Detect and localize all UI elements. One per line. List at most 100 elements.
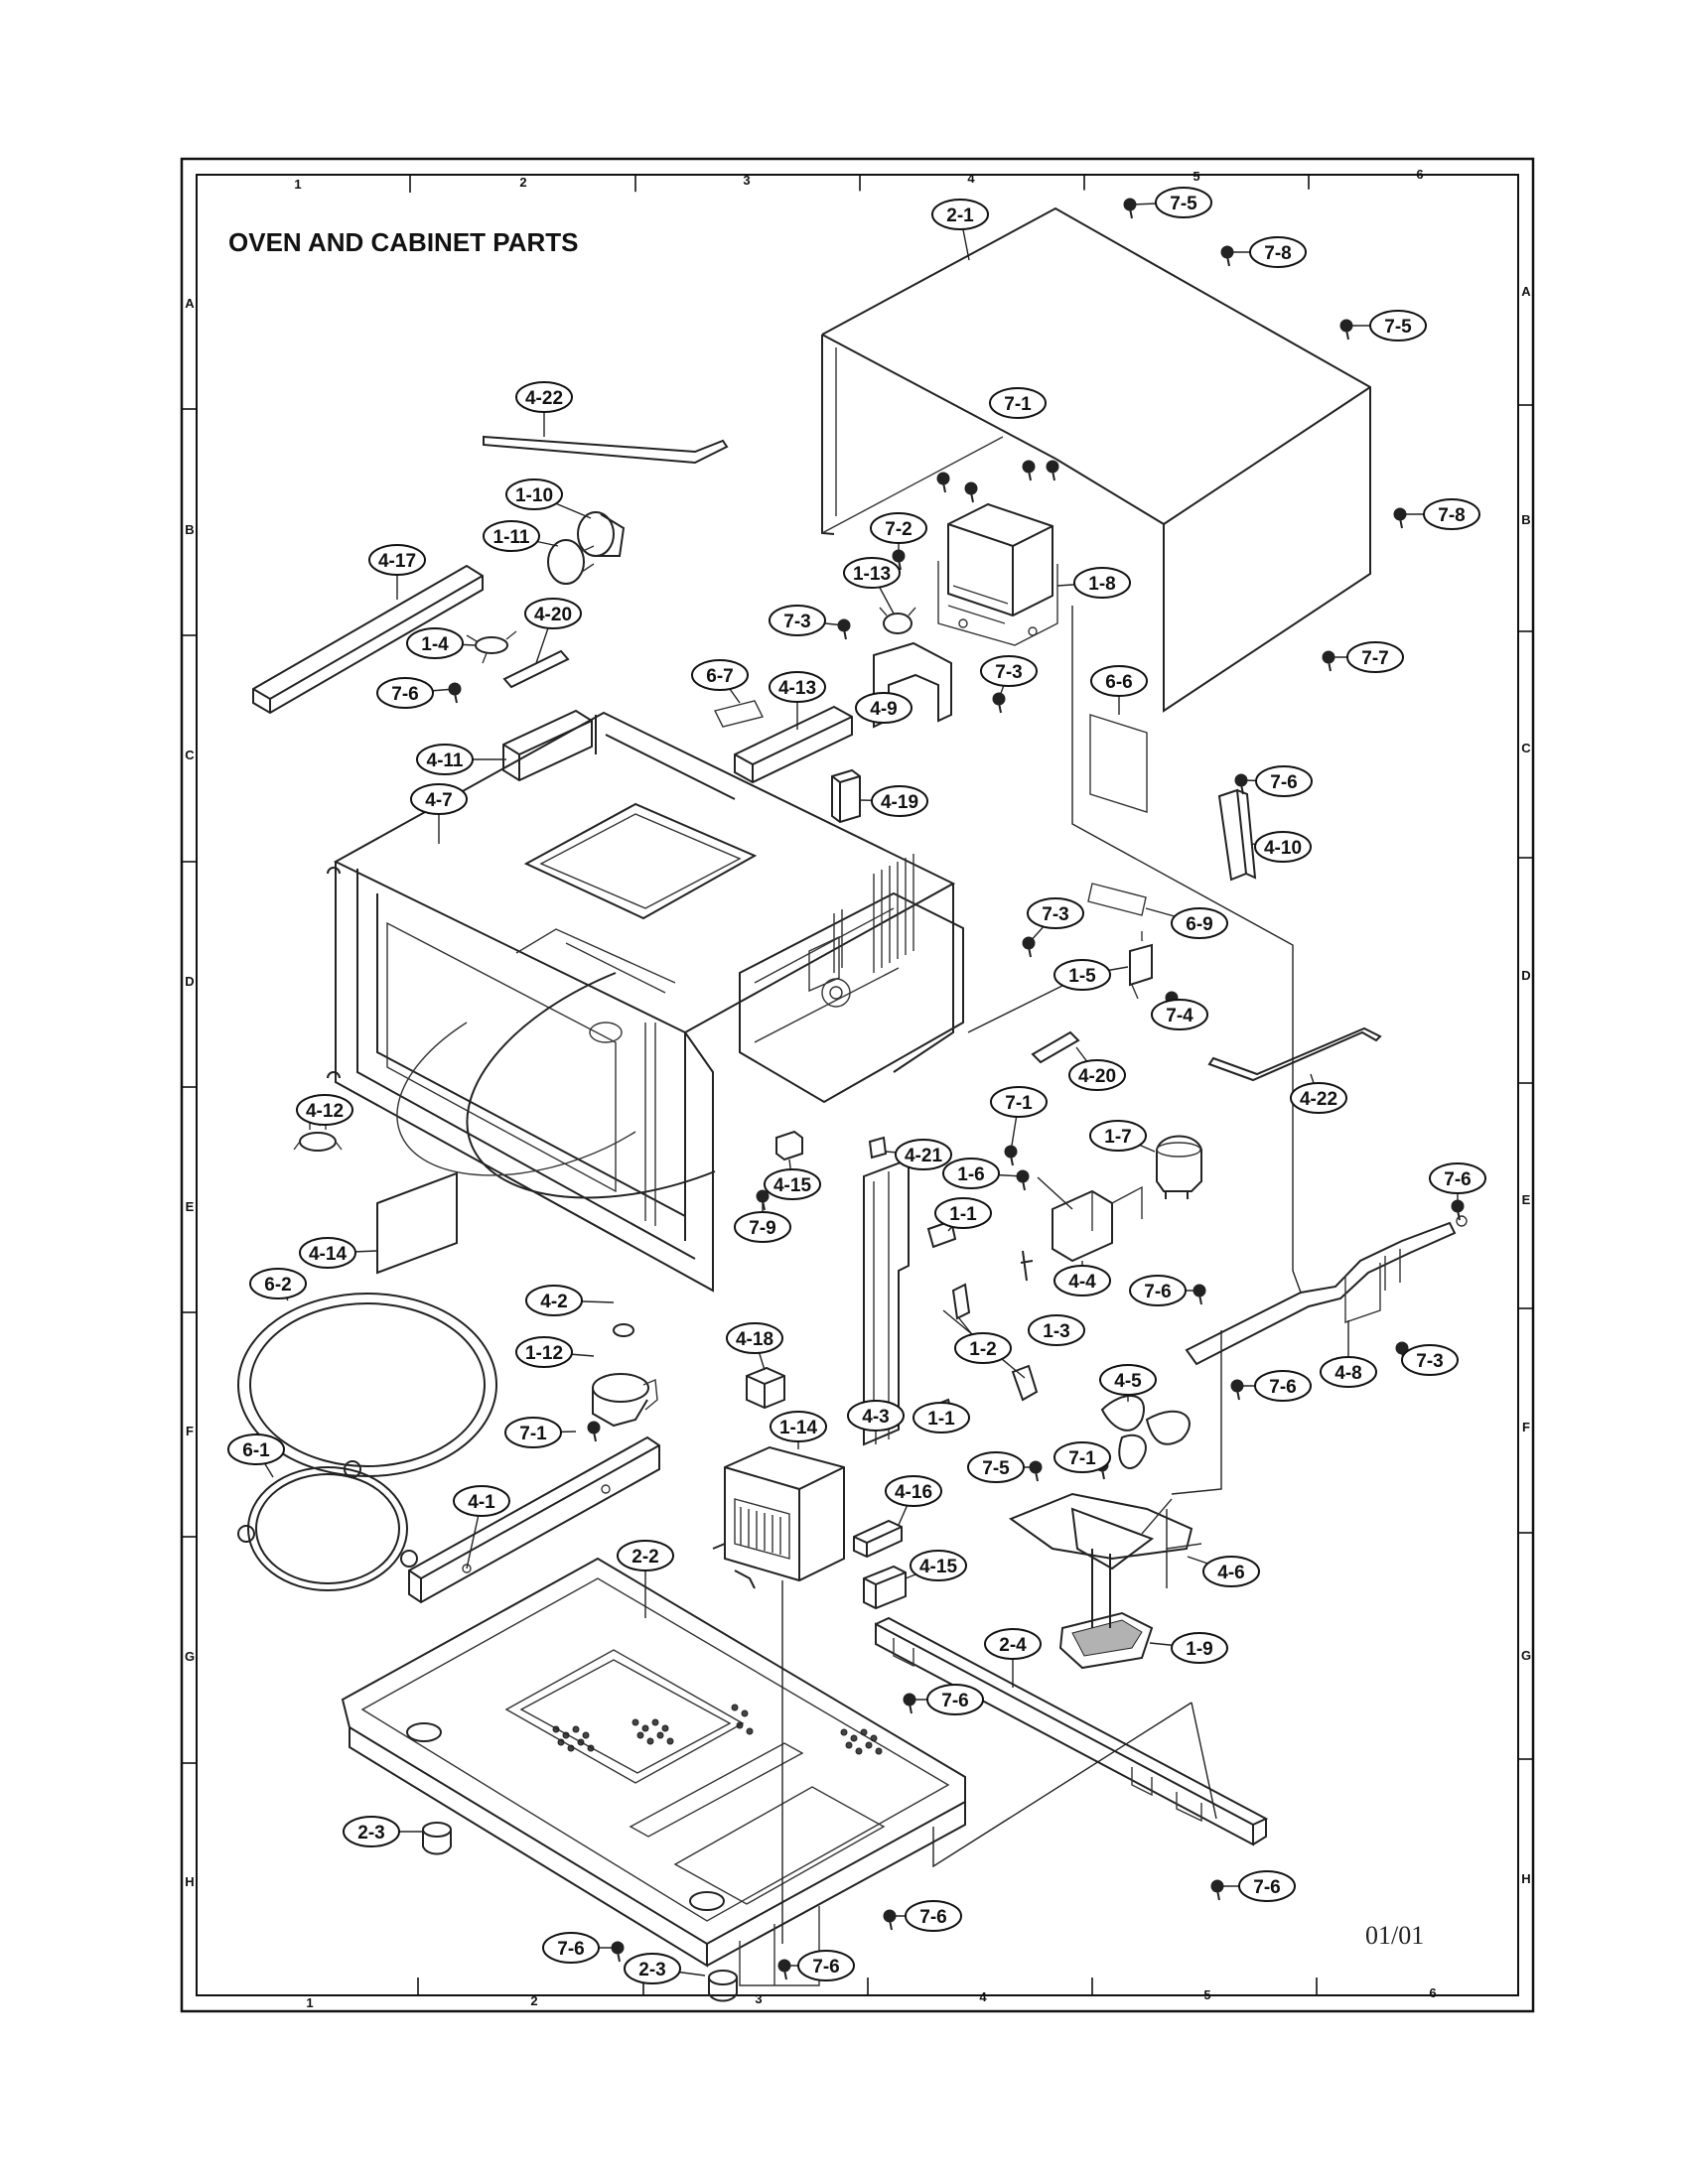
callout-label: 1-11 (493, 527, 530, 548)
callout-7-6: 7-6 (905, 1900, 962, 1932)
callout-label: 7-6 (1253, 1877, 1280, 1898)
callout-6-7: 6-7 (691, 659, 749, 691)
callout-label: 1-7 (1104, 1127, 1131, 1148)
callout-7-6: 7-6 (1255, 765, 1313, 797)
callout-7-7: 7-7 (1346, 641, 1404, 673)
callout-label: 1-9 (1186, 1639, 1212, 1660)
outer-cabinet (821, 206, 1371, 713)
grid-col-6-bottom: 6 (1429, 1985, 1436, 2000)
grid-col-2-bottom: 2 (530, 1993, 537, 2008)
callout-1-10: 1-10 (505, 478, 563, 510)
callout-1-6: 1-6 (942, 1158, 1000, 1189)
callout-label: 7-1 (1005, 1093, 1033, 1114)
callout-4-12: 4-12 (296, 1094, 353, 1126)
callout-label: 4-4 (1068, 1272, 1096, 1293)
callout-label: 2-3 (357, 1823, 384, 1843)
diagram-frame (180, 157, 1535, 2013)
callout-7-1: 7-1 (990, 1086, 1048, 1118)
callout-7-5: 7-5 (1369, 310, 1427, 341)
callout-label: 6-2 (264, 1275, 291, 1296)
callout-label: 4-19 (881, 792, 918, 813)
callout-label: 4-17 (378, 551, 416, 572)
callout-label: 7-3 (1042, 904, 1068, 925)
callout-label: 7-8 (1264, 243, 1291, 264)
block-4-18 (746, 1366, 785, 1410)
callout-7-3: 7-3 (1401, 1344, 1459, 1376)
callout-label: 7-6 (1269, 1377, 1296, 1398)
callout-7-6: 7-6 (1429, 1162, 1486, 1194)
callout-label: 7-7 (1361, 648, 1388, 669)
callout-label: 1-14 (779, 1418, 817, 1438)
callout-label: 7-6 (1444, 1169, 1471, 1190)
bar-4-1 (408, 1435, 660, 1604)
grid-col-6-top: 6 (1416, 167, 1423, 182)
screw-icon (1046, 460, 1059, 481)
screw-icon (1322, 650, 1335, 672)
grid-col-2-top: 2 (519, 175, 526, 190)
screw-icon (756, 1189, 770, 1211)
callout-label: 7-5 (1170, 194, 1197, 214)
callout-leaders (255, 202, 1459, 1977)
callout-label: 2-3 (638, 1960, 665, 1980)
callout-4-20: 4-20 (524, 598, 582, 629)
page-title: OVEN AND CABINET PARTS (228, 227, 578, 257)
callout-7-1: 7-1 (989, 387, 1047, 419)
grid-col-4-top: 4 (967, 171, 975, 186)
screw-icon (1016, 1169, 1030, 1191)
callout-label: 4-3 (862, 1407, 889, 1428)
callout-label: 7-6 (1144, 1282, 1171, 1302)
callout-label: 4-7 (425, 790, 452, 811)
callout-1-5: 1-5 (1053, 959, 1111, 991)
callout-label: 4-8 (1334, 1363, 1361, 1384)
spacer-bar-left (502, 649, 570, 689)
callout-7-3: 7-3 (769, 605, 826, 636)
screw-icon (1339, 319, 1353, 341)
callout-label: 2-4 (999, 1635, 1027, 1656)
callout-label: 7-6 (812, 1957, 839, 1978)
callout-4-21: 4-21 (895, 1139, 952, 1170)
oven-cavity (327, 711, 964, 1293)
grid-col-1-top: 1 (294, 177, 301, 192)
block-4-19 (831, 768, 861, 824)
callout-4-15: 4-15 (910, 1550, 967, 1581)
grid-row-b-right: B (1521, 512, 1530, 527)
plate-4-11 (502, 709, 593, 782)
fan-duct (1008, 1492, 1202, 1628)
screw-icon (587, 1421, 601, 1442)
callout-label: 4-15 (919, 1557, 957, 1577)
callout-1-11: 1-11 (483, 520, 540, 552)
spacer-rod-right (1031, 1030, 1080, 1064)
callout-label: 1-10 (515, 485, 553, 506)
label-6-9 (1087, 883, 1147, 916)
callout-label: 4-5 (1114, 1371, 1142, 1392)
callout-1-13: 1-13 (843, 557, 901, 589)
fan-blade (1100, 1395, 1191, 1469)
screw-icon (777, 1959, 791, 1980)
screw-icon (448, 682, 462, 704)
callout-1-4: 1-4 (406, 627, 464, 659)
callout-2-2: 2-2 (617, 1540, 674, 1571)
callout-label: 7-3 (995, 662, 1022, 683)
base-plate (341, 1557, 966, 1986)
rod-top (483, 435, 729, 465)
grid-col-5-bottom: 5 (1203, 1987, 1210, 2002)
callout-4-9: 4-9 (855, 692, 912, 724)
callout-7-6: 7-6 (926, 1684, 984, 1715)
grid-row-a-right: A (1521, 284, 1531, 299)
grid-row-h-left: H (185, 1874, 194, 1889)
callout-7-3: 7-3 (980, 655, 1038, 687)
callout-4-19: 4-19 (871, 785, 928, 817)
callout-4-22: 4-22 (1290, 1082, 1347, 1114)
bracket-4-10 (1217, 788, 1257, 882)
transformer (712, 1445, 845, 1589)
callout-label: 1-1 (927, 1409, 955, 1430)
thermal-cutout-1-4 (466, 630, 517, 664)
block-4-15-lower (863, 1565, 907, 1610)
callout-label: 4-21 (905, 1146, 942, 1166)
callout-label: 4-9 (870, 699, 897, 720)
grid-row-g-left: G (185, 1649, 195, 1664)
screw-icon (1123, 198, 1137, 219)
capacitor (1156, 1135, 1202, 1199)
grid-labels: 1 2 3 4 5 6 1 2 3 4 5 6 A B C D E F G H … (185, 167, 1531, 2010)
